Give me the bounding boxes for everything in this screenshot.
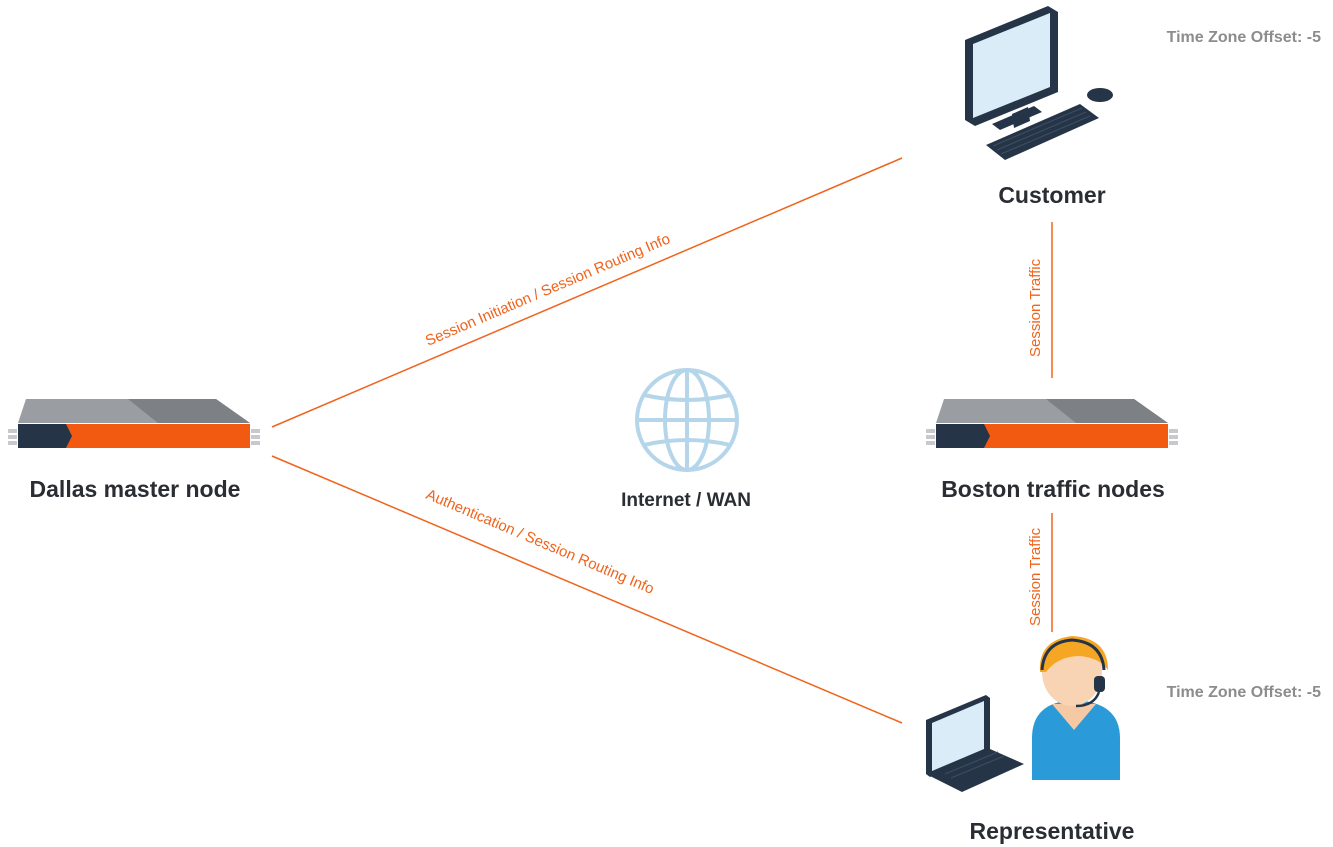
desktop-computer-icon	[965, 6, 1113, 160]
server-rack-icon	[8, 399, 260, 448]
boston-node-label: Boston traffic nodes	[941, 476, 1165, 502]
representative-node-label: Representative	[970, 818, 1135, 844]
link-dallas-customer	[271, 157, 903, 428]
customer-time-zone-label: Time Zone Offset: -5	[1167, 29, 1321, 46]
server-rack-icon	[926, 399, 1178, 448]
link-label-session-traffic-upper: Session Traffic	[1027, 258, 1044, 357]
link-label-session-traffic-lower: Session Traffic	[1027, 527, 1044, 626]
headset-person-icon	[1032, 636, 1120, 780]
customer-node-label: Customer	[998, 182, 1105, 208]
link-label-session-initiation: Session Initiation / Session Routing Inf…	[423, 230, 673, 349]
link-dallas-representative	[271, 455, 903, 724]
dallas-node-label: Dallas master node	[30, 476, 241, 502]
laptop-icon	[926, 695, 1024, 792]
representative-time-zone-label: Time Zone Offset: -5	[1167, 684, 1321, 701]
globe-icon	[635, 368, 739, 472]
internet-wan-label: Internet / WAN	[621, 490, 751, 511]
